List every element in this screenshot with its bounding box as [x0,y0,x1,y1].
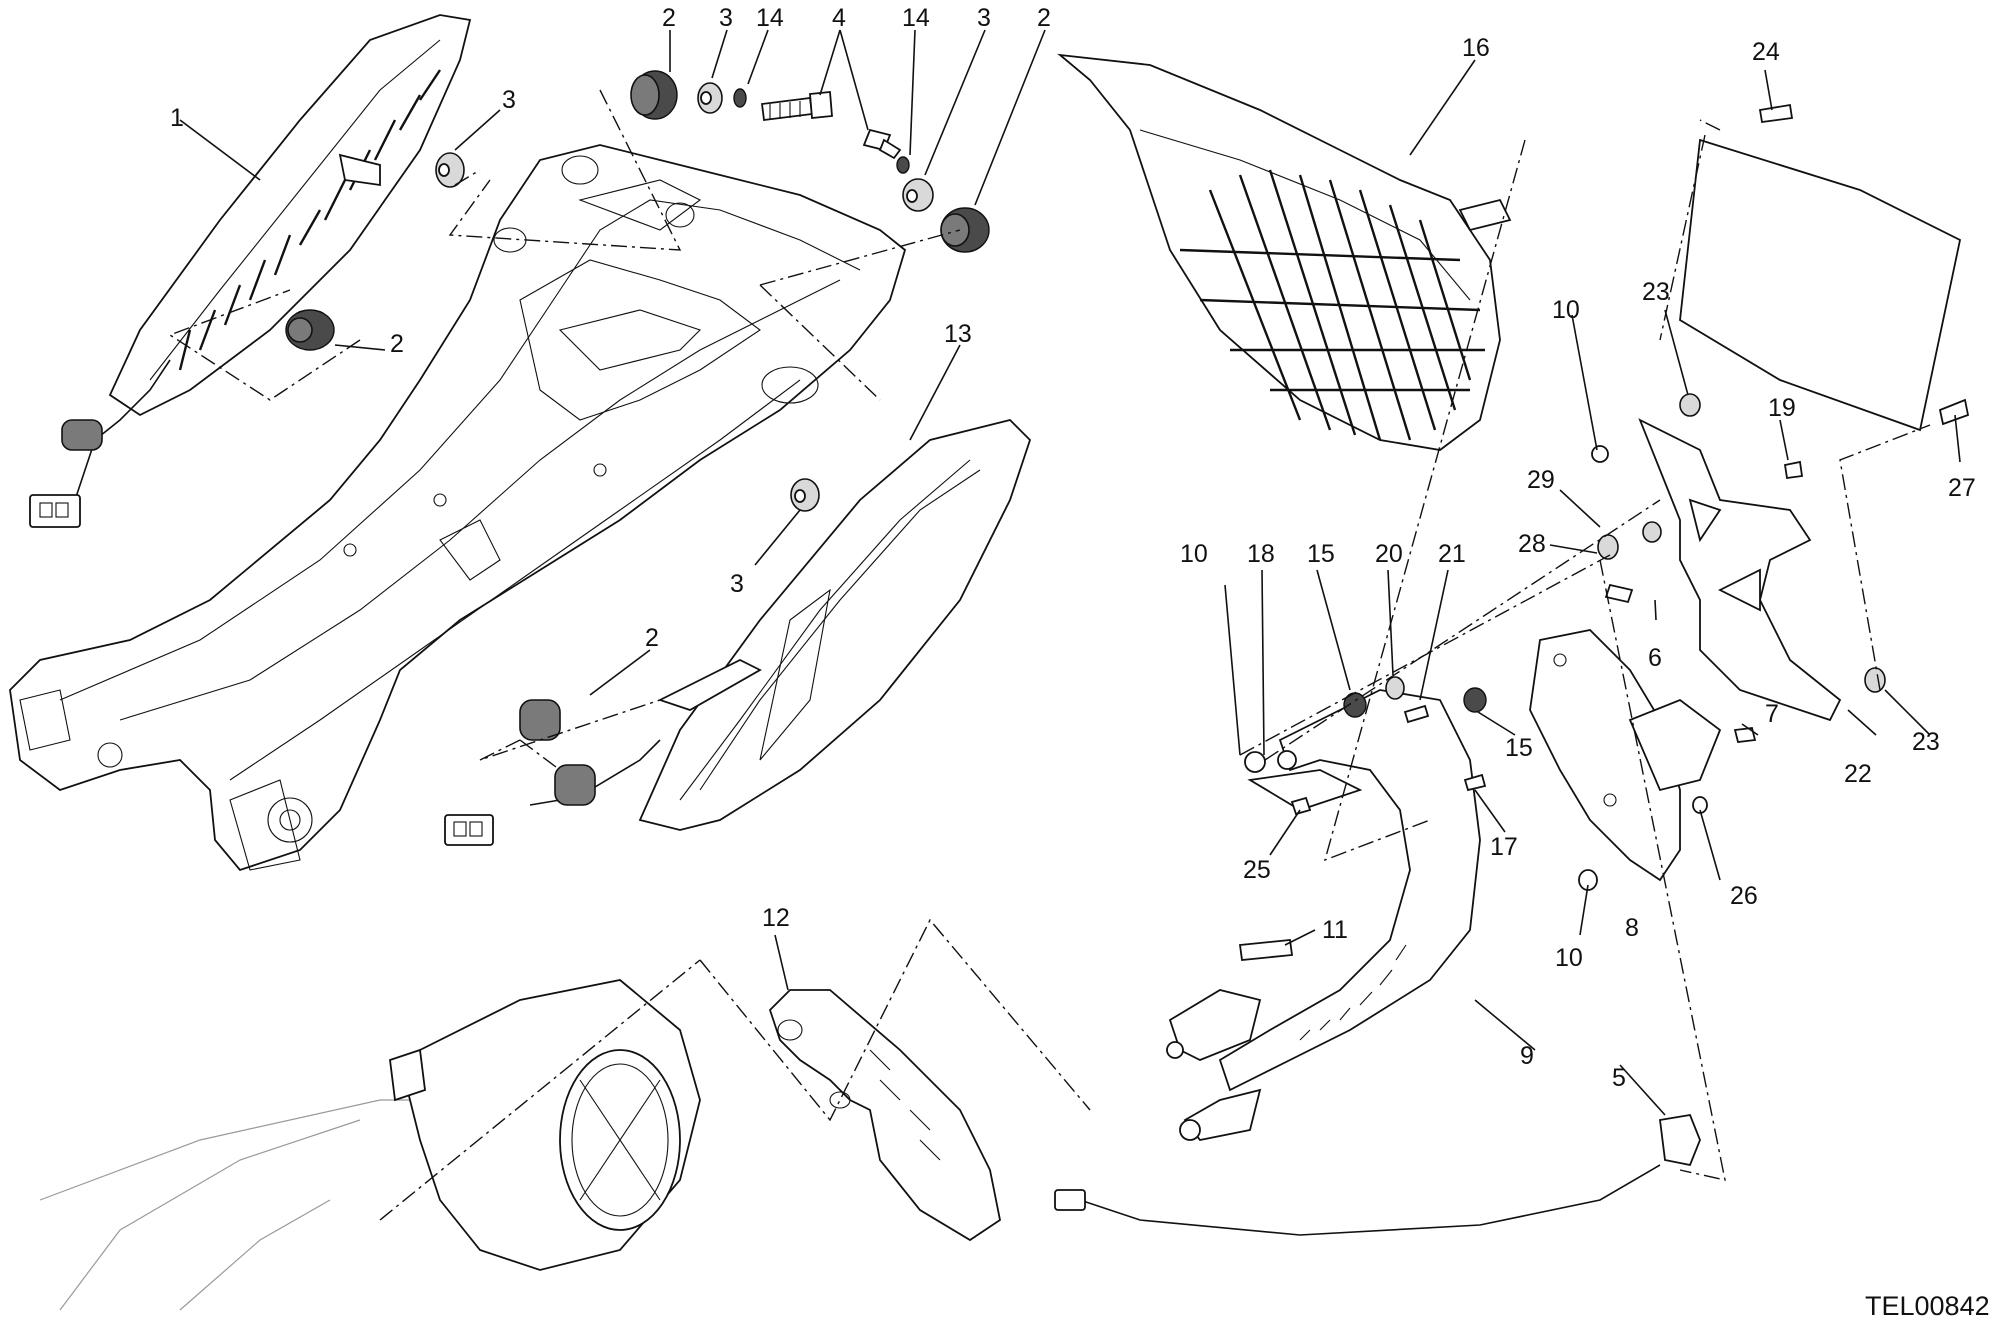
callout-16: 16 [1462,34,1490,62]
callout-23-lower: 23 [1912,728,1940,756]
assembly-lines [168,89,1931,1221]
part-22-plate-support [1638,418,1842,722]
callout-2-left: 2 [390,330,404,358]
callout-14-top-left: 14 [756,4,784,32]
callout-28: 28 [1518,530,1546,558]
hardware-top-right [862,128,990,253]
part-5-reflector [1054,1113,1701,1236]
callout-20: 20 [1375,540,1403,568]
callout-22: 22 [1844,760,1872,788]
callout-1: 1 [170,104,184,132]
part-16-tail-cover [1057,53,1512,451]
callout-26: 26 [1730,882,1758,910]
callout-23-upper: 23 [1642,278,1670,306]
rear-subframe [9,144,907,872]
callout-13: 13 [944,320,972,348]
callout-5: 5 [1612,1064,1626,1092]
callout-14-top-right: 14 [902,4,930,32]
callout-19: 19 [1768,394,1796,422]
callout-3-left: 3 [502,86,516,114]
license-plate [1679,103,1970,432]
callout-24: 24 [1752,38,1780,66]
callout-29: 29 [1527,466,1555,494]
callout-labels: 1 3 2 2 3 14 4 14 3 2 13 3 2 16 24 10 23… [170,4,1976,1092]
hardware-top-left [630,70,833,122]
leader-lines [179,29,1961,1116]
part-12-heat-shield [768,989,1002,1242]
callout-21: 21 [1438,540,1466,568]
spacer-3-left [435,152,465,188]
part-13-right-light-unit [444,419,1032,846]
callout-3-right: 3 [730,570,744,598]
callout-2-top-left: 2 [662,4,676,32]
callout-12: 12 [762,904,790,932]
callout-15-left: 15 [1307,540,1335,568]
callout-10-mid: 10 [1180,540,1208,568]
callout-15-right: 15 [1505,734,1533,762]
callout-17: 17 [1490,833,1518,861]
hardware-right-cluster [1238,393,1886,961]
callout-9: 9 [1520,1042,1534,1070]
callout-3-top-right: 3 [977,4,991,32]
callout-2-top-right: 2 [1037,4,1051,32]
part-9-plate-holder-arm [1166,689,1481,1141]
callout-4: 4 [832,4,846,32]
part-8-bracket [1529,629,1722,882]
drawing-reference-code: TEL00842 [1865,1291,1990,1321]
callout-6: 6 [1648,644,1662,672]
callout-18: 18 [1247,540,1275,568]
callout-27: 27 [1948,474,1976,502]
grommet-2-left [285,309,335,351]
callout-8: 8 [1625,914,1639,942]
callout-2-right: 2 [645,624,659,652]
callout-3-top-left: 3 [719,4,733,32]
callout-11: 11 [1322,916,1348,944]
part-1-left-light-unit [29,14,472,528]
callout-7: 7 [1765,700,1779,728]
callout-10-upper: 10 [1552,296,1580,324]
exhaust-area [39,979,701,1311]
callout-25: 25 [1243,856,1271,884]
callout-10-lower: 10 [1555,944,1583,972]
